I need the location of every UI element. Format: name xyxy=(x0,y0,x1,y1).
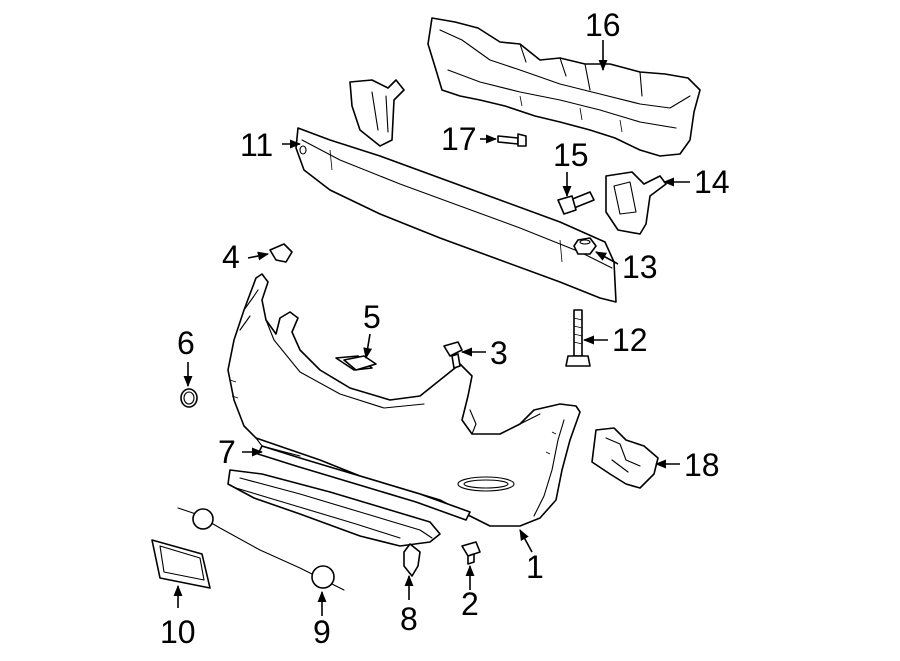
callout-12: 12 xyxy=(612,322,648,358)
callout-13: 13 xyxy=(622,249,658,285)
part-9-cable xyxy=(177,507,345,591)
callout-3: 3 xyxy=(490,335,508,371)
callout-1: 1 xyxy=(526,549,544,585)
part-7-trim-strip xyxy=(257,445,471,521)
callout-15: 15 xyxy=(553,137,589,173)
callout-7: 7 xyxy=(218,434,236,470)
leader-1 xyxy=(519,529,533,553)
part-4-clip xyxy=(269,243,293,263)
part-3-rivet xyxy=(443,341,463,369)
part-17-screw xyxy=(497,133,527,147)
callout-8: 8 xyxy=(400,601,418,637)
callout-16: 16 xyxy=(585,7,621,43)
callout-10: 10 xyxy=(160,614,196,650)
callout-5: 5 xyxy=(363,299,381,335)
callout-11: 11 xyxy=(240,127,273,163)
callout-4: 4 xyxy=(222,239,240,275)
part-8-grille xyxy=(227,469,441,577)
callout-2: 2 xyxy=(461,586,479,622)
leader-5 xyxy=(363,333,373,360)
upper-bracket xyxy=(349,79,405,147)
part-6-plug xyxy=(180,388,198,408)
leader-4 xyxy=(247,251,270,261)
part-13-nut xyxy=(573,237,597,255)
callout-6: 6 xyxy=(177,325,195,361)
callout-17: 17 xyxy=(441,121,477,157)
leader-13 xyxy=(595,251,619,265)
part-12-stud xyxy=(565,309,591,367)
part-14-bracket xyxy=(605,171,667,235)
leader-lines xyxy=(173,40,690,616)
part-18-side-bracket xyxy=(591,427,659,489)
part-10-plate-bracket xyxy=(151,539,211,589)
part-15-bolt xyxy=(557,191,595,215)
callout-14: 14 xyxy=(694,164,730,200)
callout-9: 9 xyxy=(313,614,331,650)
callout-labels: 16 11 17 15 14 13 4 5 3 12 6 7 18 1 2 8 … xyxy=(160,7,730,650)
callout-18: 18 xyxy=(684,447,720,483)
part-16-energy-absorber xyxy=(427,17,701,157)
part-2-pin xyxy=(461,541,481,565)
part-5-cap xyxy=(343,355,377,371)
